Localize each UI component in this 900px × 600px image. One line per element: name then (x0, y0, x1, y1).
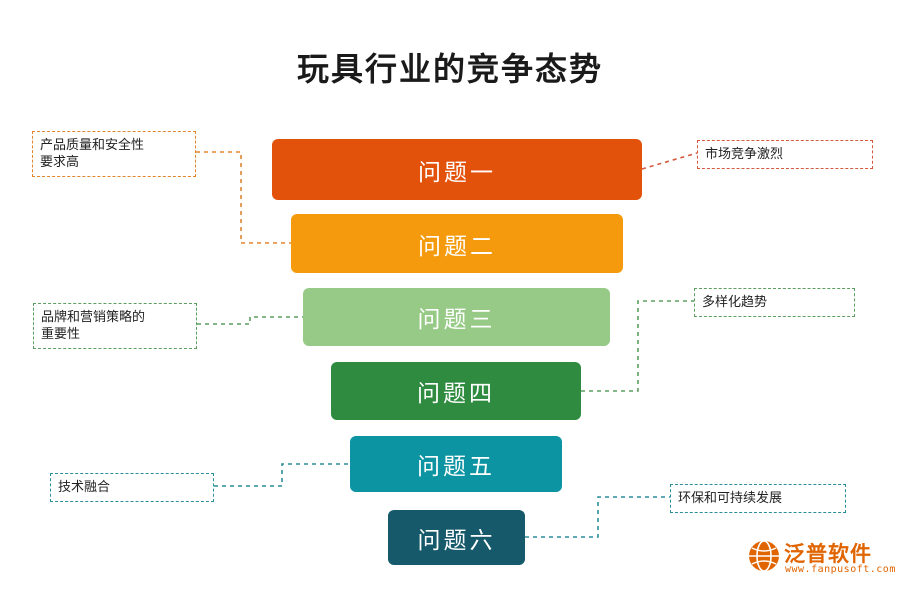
funnel-bar[interactable]: 问题五 (350, 436, 562, 492)
funnel-bar[interactable]: 问题二 (291, 214, 623, 273)
conn-right-1 (641, 152, 698, 170)
callout-left-3: 技术融合 (50, 473, 214, 502)
conn-left-3 (214, 463, 350, 487)
callout-right-1: 市场竞争激烈 (697, 140, 873, 169)
callout-left-1: 产品质量和安全性 要求高 (32, 131, 196, 177)
logo-url: www.fanpusoft.com (785, 564, 896, 575)
callout-left-2: 品牌和营销策略的 重要性 (33, 303, 197, 349)
conn-left-2 (197, 316, 303, 325)
brand-logo: 泛普软件 www.fanpusoft.com (748, 538, 895, 584)
funnel-bar[interactable]: 问题六 (388, 510, 525, 565)
funnel-bar[interactable]: 问题一 (272, 139, 642, 200)
callout-right-2: 多样化趋势 (694, 288, 855, 317)
logo-name: 泛普软件 (784, 542, 872, 566)
logo-globe-icon (749, 540, 779, 572)
page-title: 玩具行业的竞争态势 (296, 50, 603, 88)
funnel-bar[interactable]: 问题三 (303, 288, 610, 346)
conn-right-3 (525, 496, 670, 538)
funnel-bar[interactable]: 问题四 (331, 362, 581, 420)
callout-right-3: 环保和可持续发展 (670, 484, 846, 513)
